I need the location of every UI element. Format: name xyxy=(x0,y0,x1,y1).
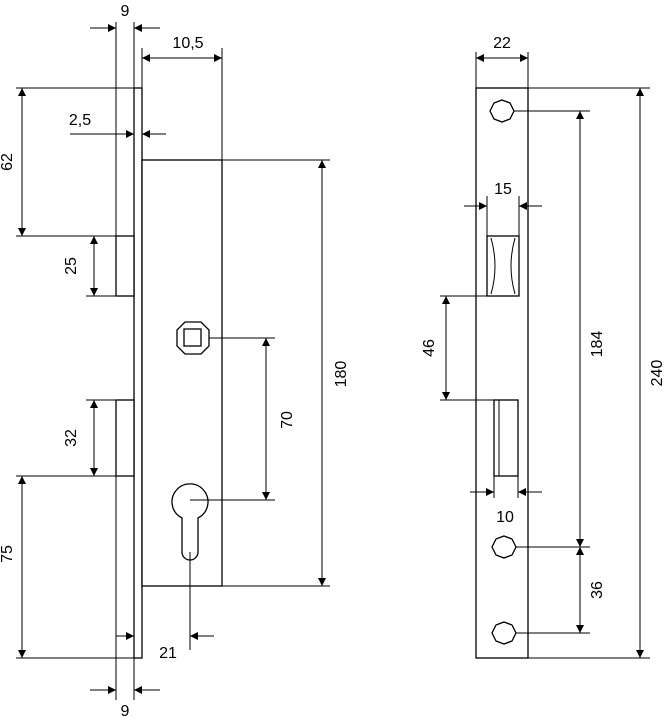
side-extension-lines xyxy=(440,52,650,659)
dim-bottom-faceplate-width: 9 xyxy=(121,703,130,720)
dim-upper-bolt-height: 25 xyxy=(63,257,80,275)
side-view: 22 15 46 184 240 10 36 xyxy=(421,35,666,659)
dim-case-depth: 10,5 xyxy=(172,35,203,52)
dim-opening-gap: 46 xyxy=(421,339,438,357)
dim-lower-opening-width: 10 xyxy=(496,509,514,526)
dim-total-length: 240 xyxy=(649,360,666,387)
dim-plate-width: 22 xyxy=(493,35,511,52)
lower-rect-opening xyxy=(493,399,519,477)
dim-case-height: 180 xyxy=(333,361,350,388)
dim-faceplate-offset: 2,5 xyxy=(69,112,91,129)
front-dimension-lines xyxy=(18,24,326,694)
faceplate xyxy=(133,87,143,659)
dim-bottom-to-lower-bolt: 75 xyxy=(0,545,16,563)
dim-hole-spacing: 184 xyxy=(589,331,606,358)
dim-lower-hole-spacing: 36 xyxy=(589,581,606,599)
screw-hole-top xyxy=(489,99,515,123)
spindle-hole xyxy=(176,321,210,355)
dim-lower-bolt-height: 32 xyxy=(63,429,80,447)
upper-roller-opening xyxy=(486,235,520,297)
dim-backset: 21 xyxy=(159,645,177,662)
side-dimension-lines xyxy=(442,54,644,658)
upper-bolt xyxy=(115,235,135,297)
dim-top-faceplate-width: 9 xyxy=(121,3,130,20)
front-view: 9 10,5 2,5 62 25 32 75 70 180 21 9 xyxy=(0,3,350,720)
screw-hole-middle xyxy=(491,535,517,559)
dim-spindle-to-cylinder: 70 xyxy=(279,411,296,429)
screw-hole-bottom xyxy=(491,621,517,645)
dim-top-to-case: 62 xyxy=(0,153,16,171)
dim-upper-opening-width: 15 xyxy=(494,181,512,198)
lower-latch xyxy=(115,399,135,477)
side-faceplate xyxy=(475,87,529,659)
